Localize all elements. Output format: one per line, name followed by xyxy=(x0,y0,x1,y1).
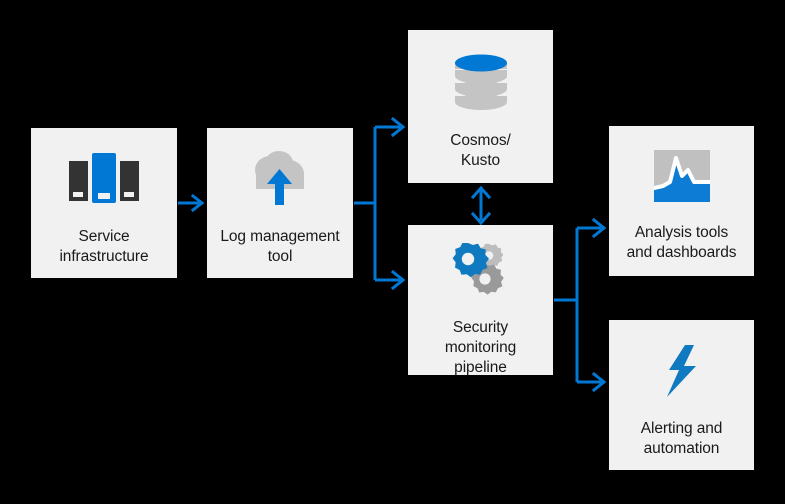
lightning-bolt-icon xyxy=(661,344,703,403)
gears-icon xyxy=(449,242,513,306)
node-label-log-management-tool: Log management tool xyxy=(220,228,340,265)
area-chart-icon xyxy=(651,150,712,207)
server-rack-icon xyxy=(68,150,140,213)
node-label-alerting-and-automation: Alerting and automation xyxy=(640,420,723,457)
connector-log-split-branch xyxy=(354,116,406,291)
node-cosmos-kusto[interactable]: Cosmos/ Kusto xyxy=(408,30,553,183)
database-icon xyxy=(450,52,512,117)
node-alerting-and-automation[interactable]: Alerting and automation xyxy=(609,320,754,470)
cloud-upload-icon xyxy=(245,150,315,213)
connector-pipeline-split-branch xyxy=(554,217,607,393)
node-log-management-tool[interactable]: Log management tool xyxy=(207,128,353,278)
node-label-security-monitoring-pipeline: Security monitoring pipeline xyxy=(444,319,517,376)
node-analysis-tools-and-dashboards[interactable]: Analysis tools and dashboards xyxy=(609,126,754,276)
connector-cosmos-pipeline-bidirectional xyxy=(470,185,492,226)
node-security-monitoring-pipeline[interactable]: Security monitoring pipeline xyxy=(408,225,553,376)
node-label-cosmos-kusto: Cosmos/ Kusto xyxy=(450,132,511,169)
node-label-service-infrastructure: Service infrastructure xyxy=(59,228,149,265)
connector-service-to-log xyxy=(178,193,205,213)
node-label-analysis-tools-and-dashboards: Analysis tools and dashboards xyxy=(626,224,737,261)
node-service-infrastructure[interactable]: Service infrastructure xyxy=(31,128,177,278)
